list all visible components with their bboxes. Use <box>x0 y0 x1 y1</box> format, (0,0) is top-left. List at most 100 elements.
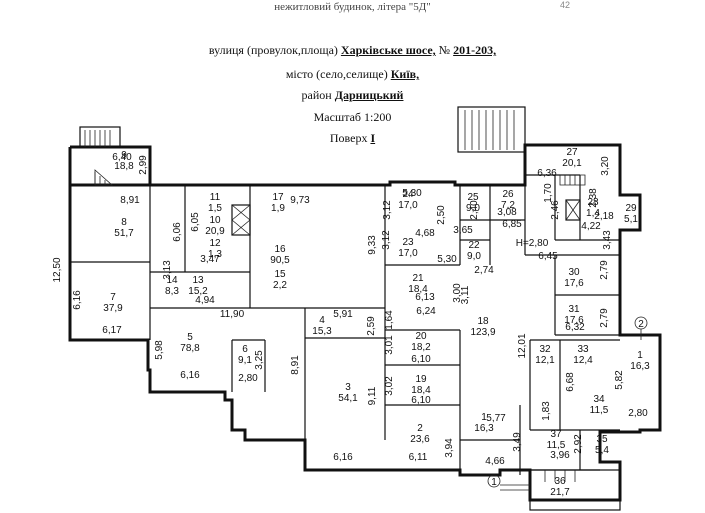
room-area: 9,0 <box>466 203 480 214</box>
room-area: 12,4 <box>573 355 593 366</box>
scale-line: Масштаб 1:200 <box>313 110 392 124</box>
dimension-label: 6,13 <box>415 292 435 303</box>
dimension-label: 3,00 <box>452 283 463 303</box>
room-area: 17,0 <box>398 248 418 259</box>
dimension-label: 3,11 <box>460 285 471 304</box>
dimension-label: 4,68 <box>415 228 435 239</box>
city-name: Київ, <box>390 67 420 81</box>
room-number: 18 <box>477 316 489 327</box>
dimension-label: 2,79 <box>599 260 610 280</box>
dimension-label: 2,46 <box>550 200 561 220</box>
room-number: 11 <box>210 192 221 203</box>
stair-bottom <box>500 469 621 511</box>
dimension-label: 2,59 <box>366 316 377 336</box>
dimension-label: 5,30 <box>402 188 422 199</box>
room-number: 19 <box>415 374 427 385</box>
dimension-label: 11,90 <box>220 309 245 320</box>
room-area: 18,8 <box>114 161 134 172</box>
room-number: 1 <box>481 412 487 423</box>
room-number: 25 <box>467 192 479 203</box>
room-number: 6 <box>242 344 248 355</box>
dimension-label: 9,11 <box>367 386 378 405</box>
dimension-label: 3,02 <box>384 376 395 396</box>
dimension-label: 9,73 <box>290 195 310 206</box>
shaft-symbols <box>231 199 581 236</box>
dimension-label: 6,17 <box>102 325 122 336</box>
room-number: 22 <box>468 240 480 251</box>
room-number: 13 <box>192 275 204 286</box>
room-number: 36 <box>554 476 566 487</box>
room-area: 16,3 <box>474 423 494 434</box>
axis-mark: 2 <box>638 319 644 330</box>
room-area: 90,5 <box>270 255 290 266</box>
dimension-label: 2,74 <box>474 265 494 276</box>
room-area: 17,6 <box>564 278 584 289</box>
room-area: 11,5 <box>547 440 566 451</box>
city-line: місто (село,селище) Київ, <box>0 67 705 81</box>
interior-walls <box>70 174 620 475</box>
dimension-label: 12,50 <box>52 257 63 282</box>
dimension-label: 3,43 <box>602 230 613 250</box>
room-number: 28 <box>587 197 599 208</box>
floor-line: Поверх I <box>0 131 705 145</box>
axis-mark: 1 <box>491 477 497 488</box>
building-type-line: нежитловий будинок, літера "5Д" <box>274 1 431 13</box>
dimension-label: 3,25 <box>254 350 265 370</box>
room-number: 2 <box>417 423 423 434</box>
room-area: 123,9 <box>470 327 495 338</box>
room-number: 9 <box>121 150 127 161</box>
room-number: 34 <box>593 394 605 405</box>
room-number: 24 <box>402 189 414 200</box>
dimension-label: 6,10 <box>411 354 431 365</box>
room-number: 31 <box>568 304 580 315</box>
dimension-label: 1,83 <box>541 401 552 421</box>
room-number: 35 <box>596 434 608 445</box>
dimension-label: 2,99 <box>138 155 149 175</box>
room-area: 1,9 <box>271 203 285 214</box>
dimension-label: 3,65 <box>453 225 473 236</box>
room-area: 5,4 <box>595 445 609 456</box>
dimension-label: 6,40 <box>112 152 132 163</box>
room-number: 3 <box>345 382 351 393</box>
dimension-label: 2,18 <box>594 211 614 222</box>
dimension-label: 12,01 <box>517 333 528 358</box>
room-area: 1,5 <box>208 203 222 214</box>
dimension-label: 4,66 <box>485 456 505 467</box>
room-area: 2,2 <box>273 280 287 291</box>
dimension-label: 4,22 <box>581 221 601 232</box>
room-area: 37,9 <box>103 303 123 314</box>
stair-top-left <box>79 126 121 186</box>
room-number: 10 <box>209 215 221 226</box>
dimension-label: 5,30 <box>437 254 457 265</box>
room-area: 9,1 <box>238 355 252 366</box>
room-number: 8 <box>121 217 127 228</box>
corner-mark: 42 <box>560 0 571 10</box>
room-area: 18,4 <box>411 385 431 396</box>
dimension-label: 5,91 <box>333 309 353 320</box>
floor-prefix: Поверх <box>329 131 368 145</box>
dimension-label: 1,70 <box>543 183 554 203</box>
dimension-label: 6,45 <box>538 251 558 262</box>
dimension-label: 5,98 <box>154 340 165 360</box>
room-area: 23,6 <box>410 434 430 445</box>
room-number: 33 <box>577 344 589 355</box>
room-number: 37 <box>550 429 562 440</box>
street-prefix: вулиця (провулок,площа) <box>208 43 338 57</box>
room-number: 5 <box>187 332 193 343</box>
dimension-label: 2,40 <box>469 200 480 220</box>
dimension-label: 3,13 <box>162 260 173 280</box>
room-number: 27 <box>566 147 578 158</box>
district-line: район Дарницький <box>0 88 705 102</box>
room-area: 5,1 <box>624 214 638 225</box>
dimension-label: 6,32 <box>565 322 585 333</box>
room-number: 30 <box>568 267 580 278</box>
room-number: 21 <box>412 273 424 284</box>
stair-top-center <box>457 106 526 153</box>
dimension-label: 1,64 <box>384 310 395 330</box>
room-area: 51,7 <box>114 228 134 239</box>
dimension-label: 8,91 <box>290 355 301 375</box>
room-number: 26 <box>502 189 514 200</box>
room-number: 29 <box>625 203 637 214</box>
room-number: 1 <box>637 350 643 361</box>
